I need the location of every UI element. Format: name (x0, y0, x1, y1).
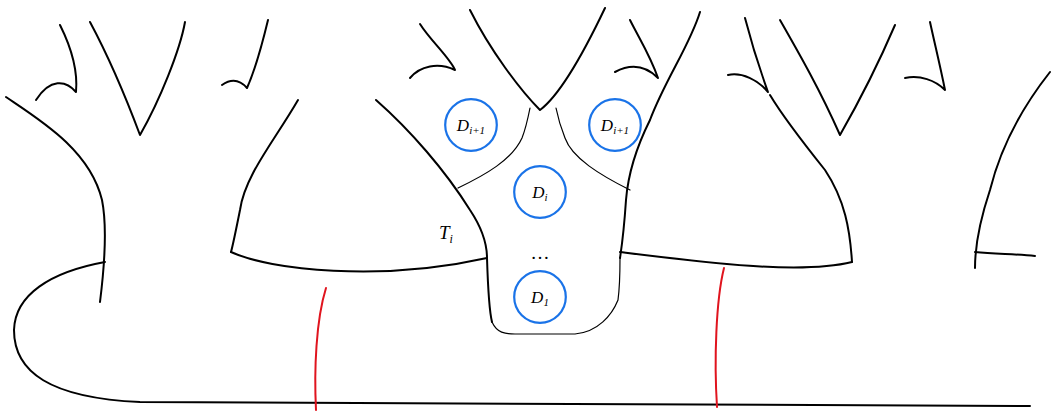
surface-outline (231, 252, 487, 271)
surface-outline (90, 22, 185, 135)
surface-outline (975, 72, 1050, 268)
disk-circle: Di+1 (444, 98, 498, 152)
surface-outline (470, 8, 605, 110)
surface-outline (36, 25, 76, 100)
surface-outline (231, 100, 298, 252)
disk-outline (514, 166, 566, 218)
surface-outline (770, 95, 852, 262)
disk-outline (445, 99, 497, 151)
disk-circle: Di (513, 165, 567, 219)
surface-outline (780, 20, 895, 135)
disk-label: Di+1 (601, 117, 629, 134)
surface-outline (728, 18, 768, 92)
cut-curve (315, 288, 326, 410)
surface-outline (905, 22, 945, 90)
surface-outline (376, 100, 492, 322)
disk-circle: D1 (513, 270, 567, 324)
surface-outline (620, 252, 852, 267)
surface-outline (222, 20, 268, 88)
region-label: Ti (439, 223, 453, 242)
surface-outline (615, 20, 658, 78)
surface-outline (6, 97, 105, 302)
disk-outline (589, 99, 641, 151)
disk-label: D1 (531, 289, 549, 306)
surface-outline (975, 252, 1035, 256)
surface-outline (492, 258, 620, 334)
cut-curve (716, 268, 724, 407)
disk-circle: Di+1 (588, 98, 642, 152)
disk-label: Di+1 (457, 117, 485, 134)
disk-outline (514, 271, 566, 323)
ellipsis-label: … (531, 243, 550, 262)
surface-outline (410, 24, 455, 78)
disk-label: Di (532, 184, 547, 201)
